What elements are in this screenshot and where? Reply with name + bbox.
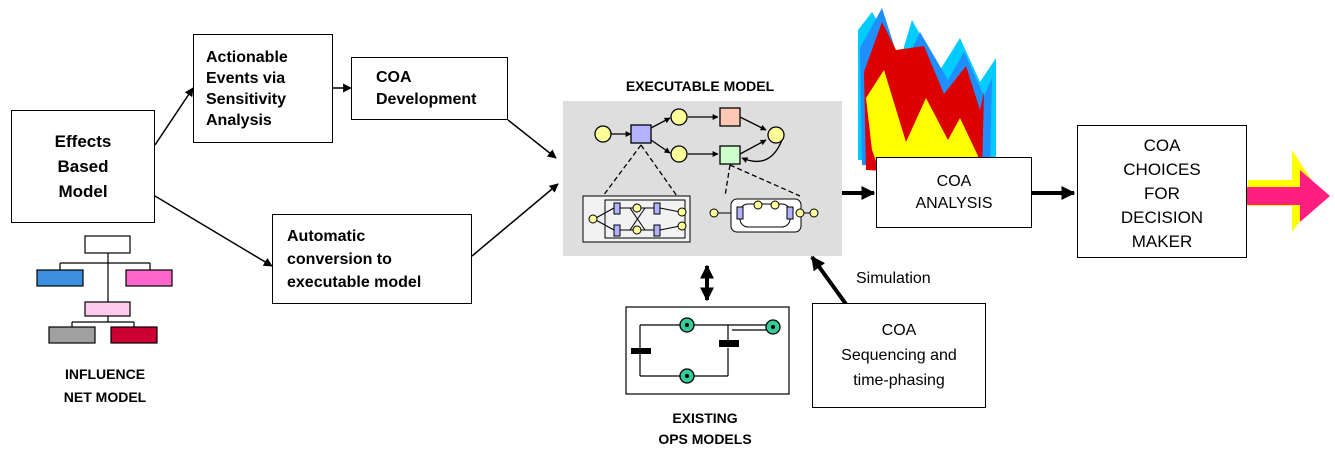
place-icon xyxy=(809,208,819,218)
place-icon xyxy=(709,208,719,218)
arrow-effects-to-events xyxy=(154,87,194,146)
coa-analysis-box: COA ANALYSIS xyxy=(876,157,1032,228)
ops-transition-icon xyxy=(719,340,739,347)
influence-net-graphic xyxy=(36,235,173,344)
coa-development-label: COA Development xyxy=(376,68,477,108)
subnet-left xyxy=(582,195,691,243)
output-arrow-graphic xyxy=(1244,150,1330,232)
automatic-conversion-label: Automatic conversion to executable model xyxy=(287,227,422,291)
petri-net-top xyxy=(602,114,801,197)
influence-net-model-label: INFLUENCE NET MODEL xyxy=(63,366,147,405)
transition-blue-icon xyxy=(736,206,744,220)
place-icon xyxy=(632,203,642,213)
place-icon xyxy=(767,126,785,144)
place-icon xyxy=(677,221,687,231)
automatic-conversion-box: Automatic conversion to executable model xyxy=(272,214,472,304)
arrow-effects-to-conversion xyxy=(154,195,273,267)
ops-model-graphic xyxy=(625,306,790,395)
place-icon xyxy=(677,207,687,217)
executable-model-title: EXECUTABLE MODEL xyxy=(625,78,775,94)
actionable-events-box: Actionable Events via Sensitivity Analys… xyxy=(193,34,333,143)
arrow-conversion-to-exec xyxy=(471,183,559,257)
transition-blue-icon xyxy=(613,224,621,237)
transition-blue-icon xyxy=(630,124,652,144)
coa-sequencing-label: COA Sequencing and time-phasing xyxy=(841,322,957,389)
place-icon xyxy=(795,208,805,218)
transition-green-icon xyxy=(719,145,741,165)
place-icon xyxy=(594,125,612,143)
effects-based-model-box: Effects Based Model xyxy=(11,110,155,223)
transition-blue-icon xyxy=(786,206,794,220)
transition-blue-icon xyxy=(653,202,661,215)
place-icon xyxy=(753,200,763,210)
existing-ops-models-label: EXISTING OPS MODELS xyxy=(658,410,752,447)
place-icon xyxy=(670,108,688,126)
simulation-label: Simulation xyxy=(856,270,931,284)
simulation-clip: Simulation xyxy=(856,262,984,284)
place-icon xyxy=(770,200,780,210)
actionable-events-label: Actionable Events via Sensitivity Analys… xyxy=(206,48,288,129)
arrow-coa-dev-to-exec xyxy=(507,119,557,159)
transition-blue-icon xyxy=(613,202,621,215)
place-icon xyxy=(588,214,598,224)
transition-blue-icon xyxy=(653,224,661,237)
coa-choices-box: COA CHOICES FOR DECISION MAKER xyxy=(1077,125,1247,258)
coa-development-box: COA Development xyxy=(351,57,508,120)
place-icon xyxy=(670,145,688,163)
effects-based-model-label: Effects Based Model xyxy=(54,132,112,201)
place-icon xyxy=(632,225,642,235)
transition-pink-icon xyxy=(719,107,741,127)
ops-transition-icon xyxy=(631,348,651,354)
coa-analysis-label: COA ANALYSIS xyxy=(915,172,993,212)
coa-choices-label: COA CHOICES FOR DECISION MAKER xyxy=(1120,136,1204,251)
coa-sequencing-box: COA Sequencing and time-phasing xyxy=(812,303,986,408)
